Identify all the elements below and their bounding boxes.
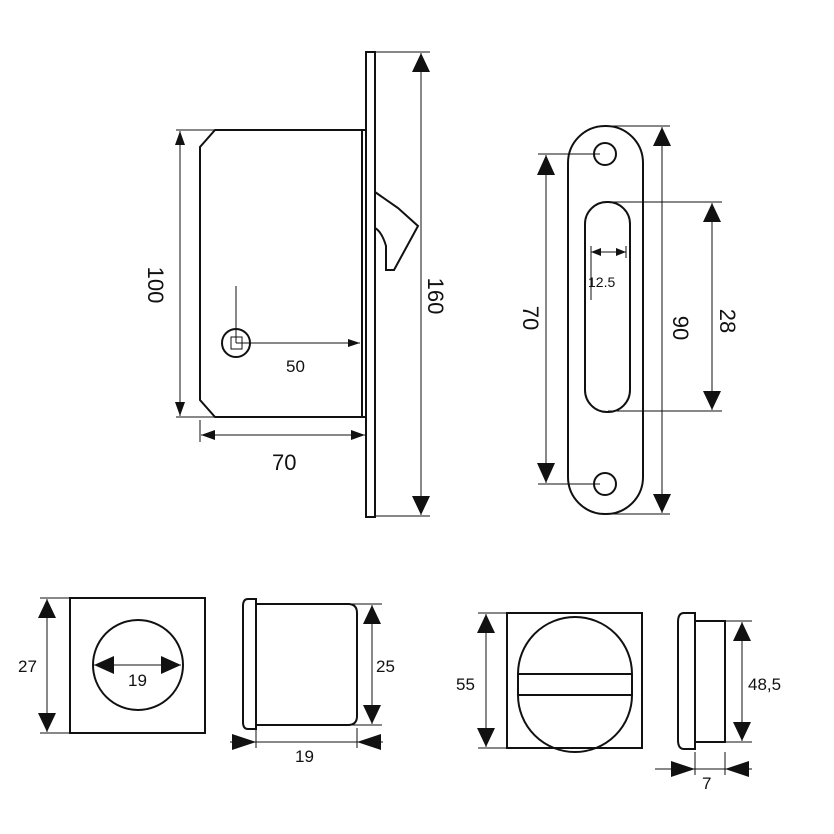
knob-rose-square: [69, 597, 206, 734]
knob-rose-front-view: 19 27: [18, 597, 206, 734]
label-knob-height: 25: [376, 657, 395, 676]
turn-knob-bottom-half: [516, 694, 634, 753]
label-hole-spacing: 70: [518, 306, 543, 330]
turn-side-view: 48,5 7: [655, 612, 781, 793]
pull-plate-outline: [567, 125, 644, 515]
pull-plate-view: 12.5 70 90 28: [518, 125, 740, 515]
label-backset: 50: [286, 357, 305, 376]
knob-side-body: [256, 603, 358, 726]
pull-plate-slot: [584, 201, 631, 413]
label-pull-height: 90: [668, 316, 693, 340]
label-lock-height: 100: [143, 267, 168, 304]
knob-side-flange: [242, 598, 257, 730]
lock-faceplate: [365, 51, 376, 518]
label-lock-depth: 70: [272, 450, 296, 475]
label-spindle: 19: [128, 671, 147, 690]
lock-body-view: 50 100 70 160: [143, 51, 448, 518]
turn-knob-top-half: [516, 616, 634, 675]
label-slot-height: 28: [715, 309, 740, 333]
label-knob-rose-size: 27: [18, 657, 37, 676]
knob-side-view: 25 19: [230, 598, 395, 766]
label-turn-rose-size: 55: [456, 675, 475, 694]
label-slot-width: 12.5: [588, 274, 615, 290]
knob-circle: [92, 619, 184, 711]
label-faceplate-height: 160: [423, 278, 448, 315]
lock-case: [199, 129, 363, 418]
lock-latch-hook: [374, 191, 420, 271]
label-knob-depth: 19: [295, 747, 314, 766]
turn-rose-front-view: 55: [456, 612, 643, 753]
label-turn-depth: 7: [702, 774, 711, 793]
turn-rose-square: [506, 612, 643, 749]
turn-side-flange: [677, 612, 696, 750]
label-turn-height: 48,5: [748, 675, 781, 694]
turn-side-body: [694, 620, 726, 743]
